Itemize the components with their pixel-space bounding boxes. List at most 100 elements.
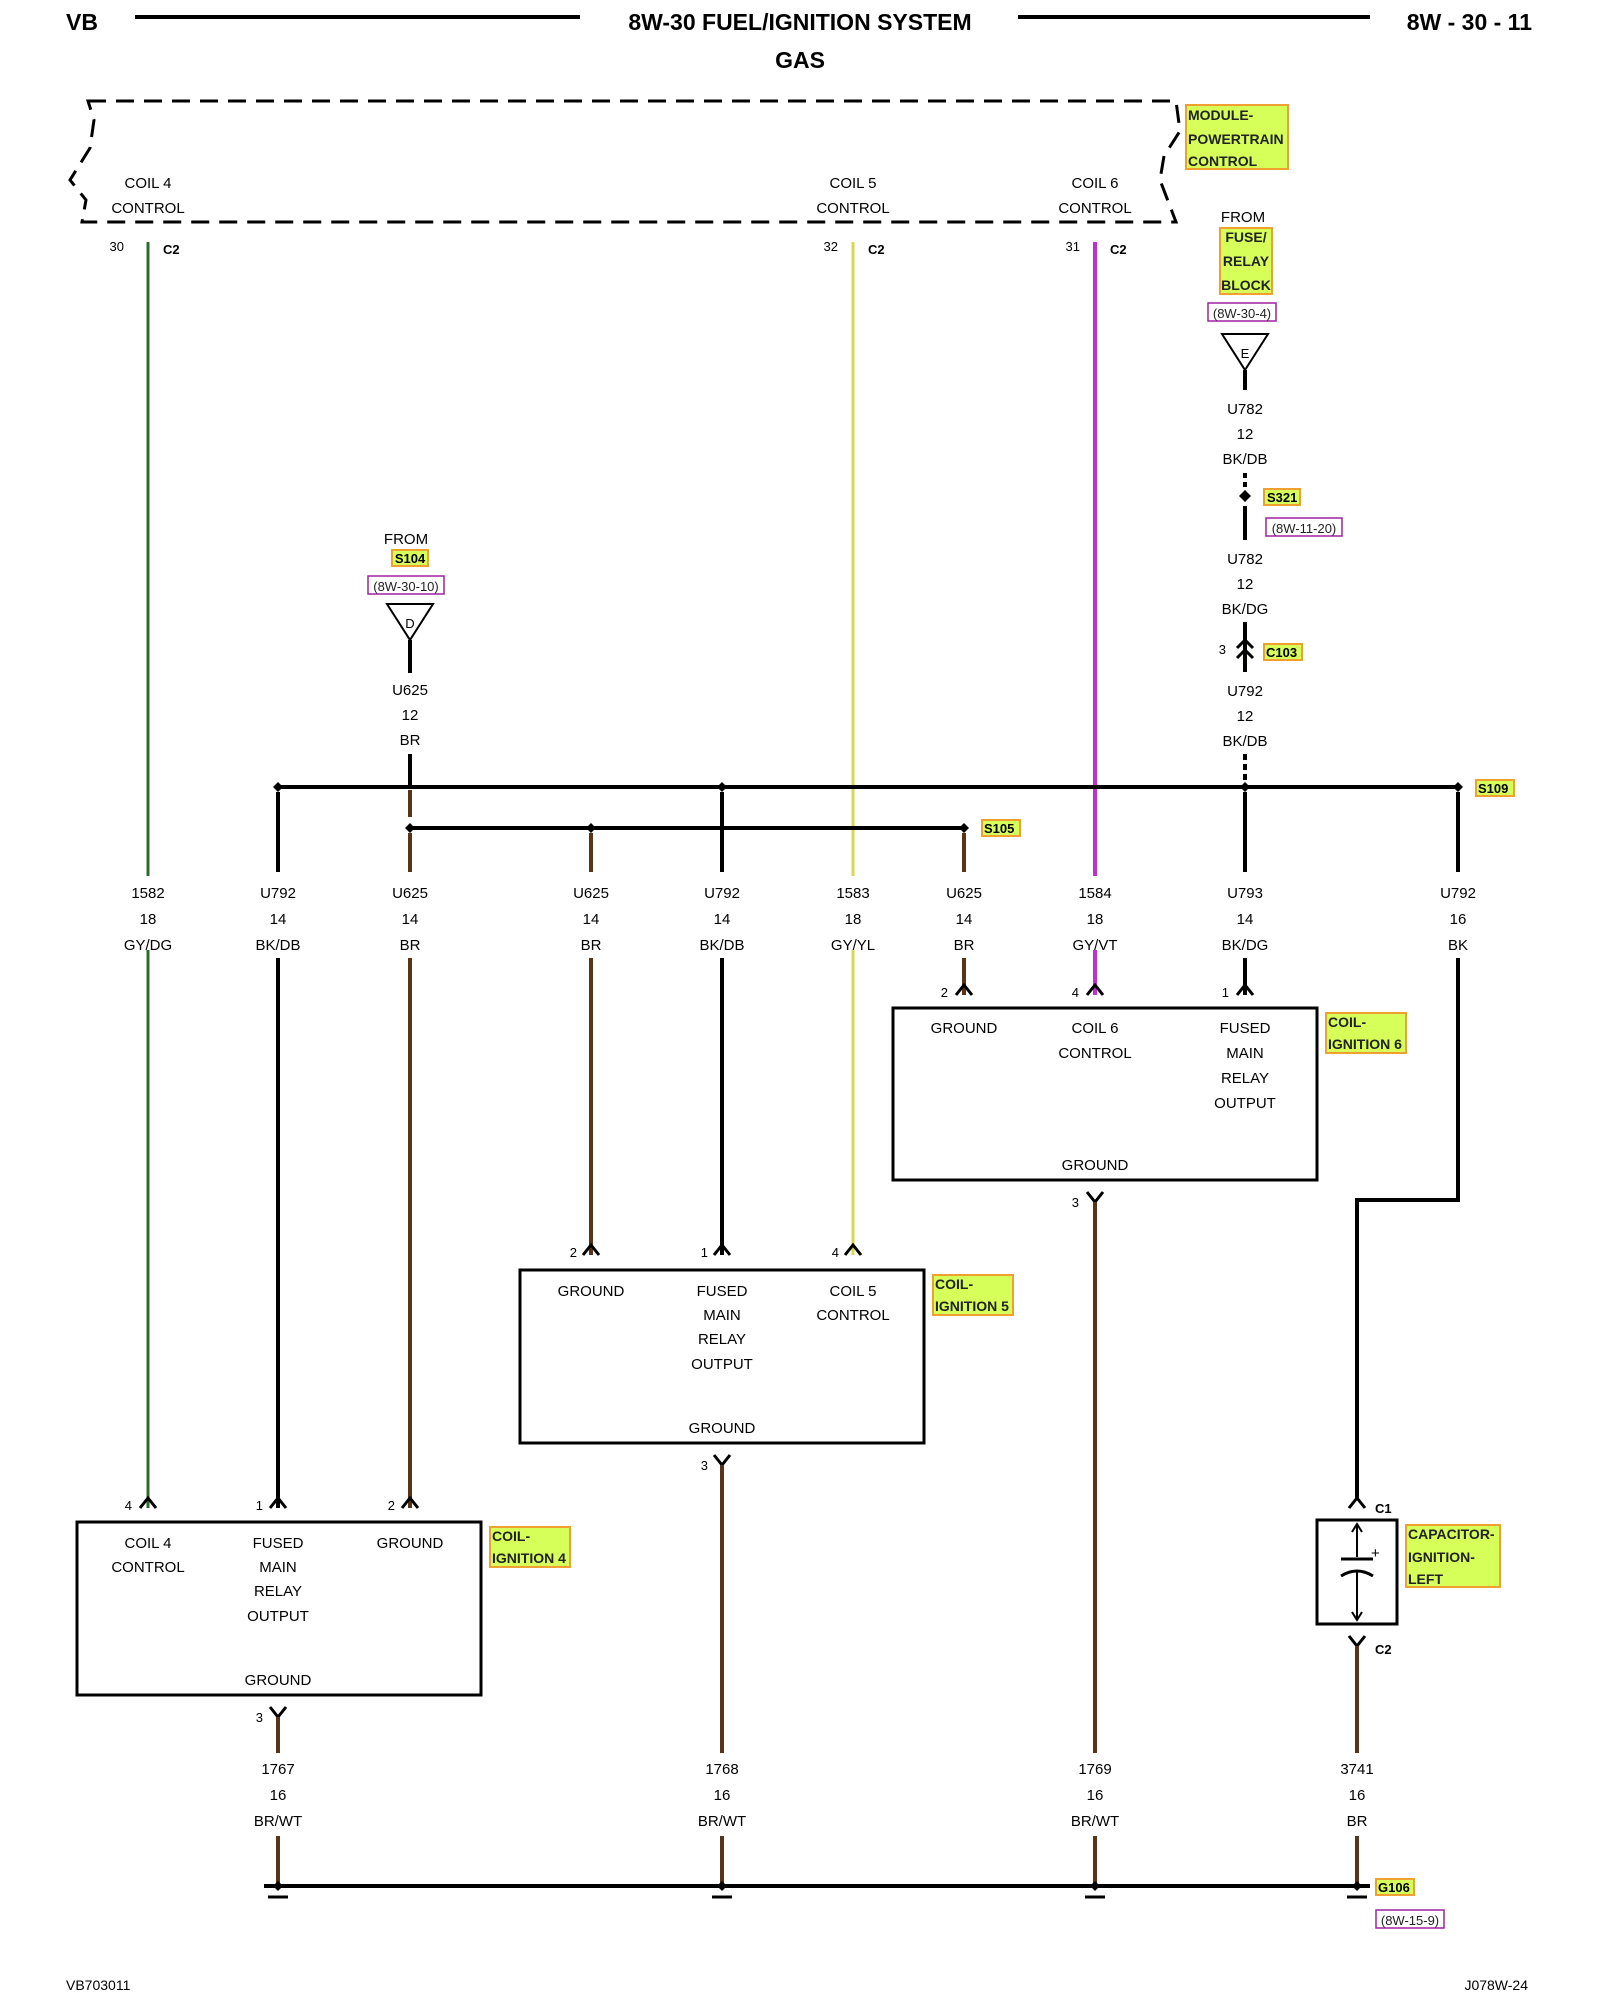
pcm-coil5-line-2: CONTROL [816,200,889,217]
coil6-ground-label: GROUND [931,1020,998,1037]
header-title: 8W-30 FUEL/IGNITION SYSTEM [628,9,971,35]
header-subtitle: GAS [775,47,825,73]
coil5-fused-line-2: MAIN [703,1307,741,1324]
wire-3741-label: 3741 16 BR [1329,1753,1385,1830]
connector-c103-pin: 3 [1219,642,1226,657]
wire-u782-b-color: BK/DG [1222,601,1269,618]
coil4-control-line-2: CONTROL [111,1559,184,1576]
svg-text:16: 16 [714,1787,731,1804]
fuse-feed-ref-box [1207,302,1277,322]
svg-text:GY/VT: GY/VT [1072,937,1117,954]
coil5-pin-fused: 1 [701,1245,708,1260]
capacitor-name-line-1: CAPACITOR- [1408,1526,1495,1542]
svg-text:14: 14 [1237,911,1254,928]
coil4-fused-line-3: RELAY [254,1583,302,1600]
coil4-pin-out-terminal [268,1706,288,1720]
coil5-fused-line-3: RELAY [698,1331,746,1348]
svg-text:18: 18 [140,911,157,928]
capacitor-ignition-left: C1 + CAPACITOR- IGNITION- LEFT C2 [1315,1495,1501,1657]
svg-text:U625: U625 [946,885,982,902]
splice-s321-name: S321 [1267,490,1297,505]
coil5-pin-out-terminal [712,1454,732,1468]
bus-s105-node-2 [586,823,596,833]
coil5-pin-control-terminal [843,1242,863,1256]
coil6-pin-control: 4 [1072,985,1079,1000]
wire-u792-cap-label: U792 16 BK [1440,885,1476,954]
wire-1582-label: 1582 18 GY/DG [124,876,172,954]
coil5-control-line-2: CONTROL [816,1307,889,1324]
ground-g106-ref: (8W-15-9) [1381,1913,1439,1928]
coil5-pin-control: 4 [832,1245,839,1260]
wire-u782-b-circuit: U782 [1227,551,1263,568]
svg-text:3741: 3741 [1340,1761,1373,1778]
coil4-name-line-1: COIL- [492,1528,530,1544]
pcm-name-line-3: CONTROL [1188,153,1258,169]
coil5-box [518,1268,926,1445]
coil6-pin-fused-terminal [1235,982,1255,996]
svg-text:BK/DB: BK/DB [255,937,300,954]
svg-text:18: 18 [845,911,862,928]
splice-s321-ref: (8W-11-20) [1272,521,1337,536]
coil-ignition-6: 2 4 1 GROUND COIL 6 CONTROL FUSED MAIN R… [891,982,1407,1210]
coil5-pin-fused-terminal [712,1242,732,1256]
capacitor-c1-terminal [1347,1495,1367,1509]
capacitor-arrow-up-icon [1351,1522,1363,1533]
splice-s109-name: S109 [1478,781,1508,796]
pcm-coil4-line-1: COIL 4 [125,175,172,192]
svg-text:14: 14 [583,911,600,928]
capacitor-name-line-3: LEFT [1408,1571,1443,1587]
coil5-pin-ground: 2 [570,1245,577,1260]
coil6-fused-line-4: OUTPUT [1214,1095,1276,1112]
pcm-pin-31: 31 [1066,239,1080,254]
wire-u625-c6-label: U625 14 BR [946,885,982,954]
svg-text:16: 16 [270,1787,287,1804]
pcm-pin-32: 32 [824,239,838,254]
ground-wire-labels: 1767 16 BR/WT 1768 16 BR/WT 1769 16 BR/W… [250,1753,1385,1830]
svg-text:1767: 1767 [261,1761,294,1778]
bus-s109-node-3 [1240,782,1250,792]
coil6-pin-ground-terminal [954,982,974,996]
coil4-pin-fused-terminal [268,1495,288,1509]
svg-text:BR: BR [954,937,975,954]
capacitor-name-line-2: IGNITION- [1408,1549,1475,1565]
wire-u792-c5-label: U792 14 BK/DB [699,885,744,954]
splice-s321-ref-box [1265,517,1343,537]
coil5-pin-out: 3 [701,1458,708,1473]
coil6-pin-fused: 1 [1222,985,1229,1000]
coil6-pin-out-terminal [1085,1191,1105,1205]
pcm-outline [68,99,1182,224]
coil6-name-line-2: IGNITION 6 [1328,1036,1402,1052]
svg-text:16: 16 [1450,911,1467,928]
coil5-ground-label: GROUND [558,1283,625,1300]
svg-text:BR/WT: BR/WT [254,1813,302,1830]
coil5-ground-bottom-label: GROUND [689,1420,756,1437]
svg-text:U792: U792 [1440,885,1476,902]
svg-text:16: 16 [1087,1787,1104,1804]
wire-1584-label: 1584 18 GY/VT [1069,876,1121,954]
wire-u792-c4-label: U792 14 BK/DB [255,885,300,954]
pcm-coil5-line-1: COIL 5 [830,175,877,192]
svg-text:GY/YL: GY/YL [831,937,875,954]
ground-g106-highlight [1375,1878,1415,1896]
coil-ignition-4: 4 1 2 COIL 4 CONTROL FUSED MAIN RELAY OU… [75,1495,571,1725]
capacitor-name-highlight [1405,1524,1501,1588]
footer-right: J078W-24 [1464,1977,1528,1993]
svg-text:BK/DG: BK/DG [1222,937,1269,954]
bus-s105-node-3 [959,823,969,833]
wire-1767-label: 1767 16 BR/WT [250,1753,306,1830]
wire-u782-a-color: BK/DB [1222,451,1267,468]
svg-text:16: 16 [1349,1787,1366,1804]
coil4-pin-ground-terminal [400,1495,420,1509]
wire-u782-b-gauge: 12 [1237,576,1254,593]
svg-text:BK/DB: BK/DB [699,937,744,954]
pcm-coil6-line-2: CONTROL [1058,200,1131,217]
wire-u792-cap [1355,958,1460,1498]
wire-u625-c5-label: U625 14 BR [573,885,609,954]
header-left: VB [66,9,98,35]
ground-node-4 [1352,1881,1362,1891]
pcm-connector-c2-c: C2 [1110,242,1127,257]
connector-c103-upper [1235,637,1255,650]
svg-text:BR: BR [1347,1813,1368,1830]
splice-s105-name: S105 [984,821,1014,836]
coil6-pin-control-terminal [1085,982,1105,996]
